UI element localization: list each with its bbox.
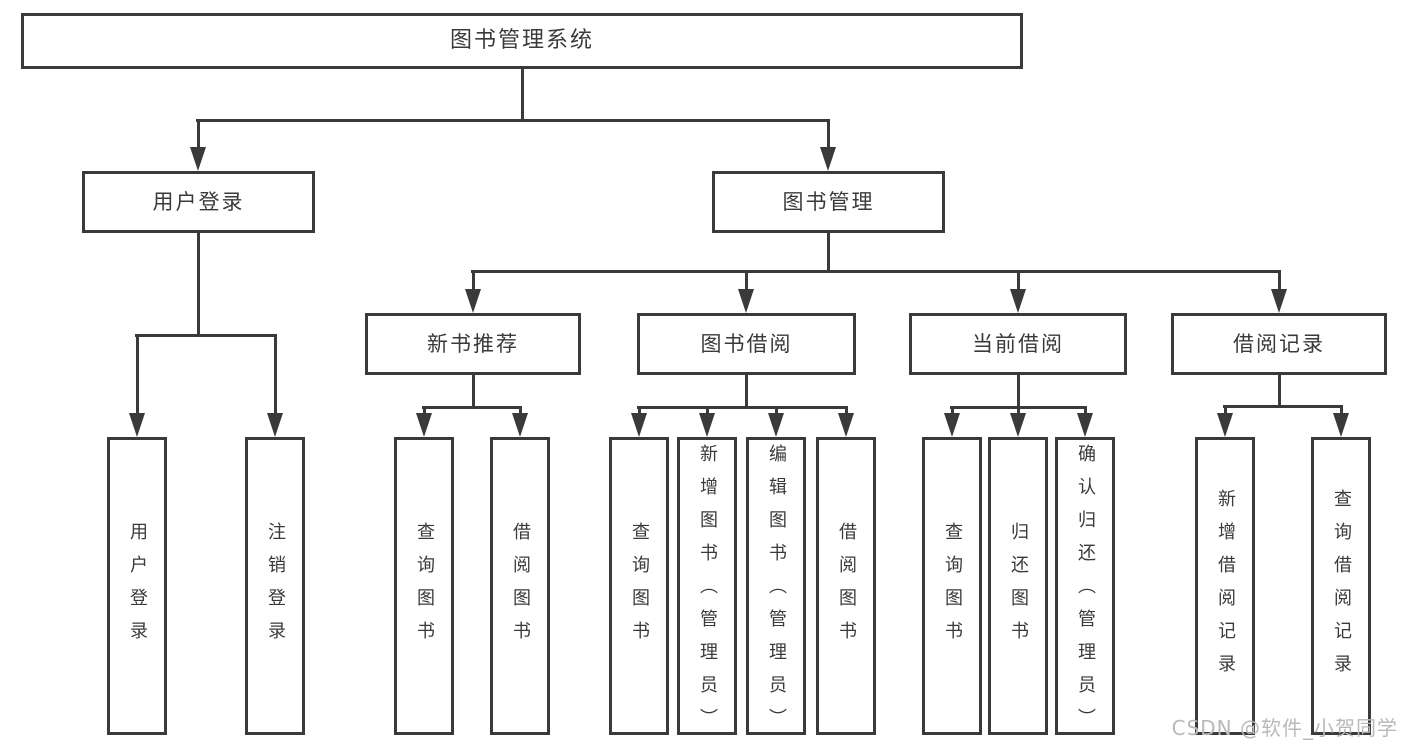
connector-drop [471, 271, 475, 291]
connector-drop [1016, 407, 1020, 415]
node-current-borrow: 当前借阅 [909, 313, 1127, 375]
node-leaf-edit-book: 编辑图书（管理员） [746, 437, 806, 741]
node-leaf-borrow-book-2: 借阅图书 [816, 437, 876, 735]
node-leaf-user-login: 用户登录 [107, 437, 167, 735]
arrowhead-down [631, 413, 647, 437]
connector-drop [826, 120, 830, 149]
connector-bar [637, 405, 848, 409]
connector-drop [196, 120, 200, 149]
arrowhead-down [838, 413, 854, 437]
node-root: 图书管理系统 [21, 13, 1023, 69]
arrowhead-down [738, 289, 754, 313]
connector-drop [1339, 406, 1343, 415]
node-leaf-query-borrow-record: 查询借阅记录 [1311, 437, 1371, 735]
connector-drop [518, 407, 522, 415]
arrowhead-down [1333, 413, 1349, 437]
node-leaf-logout: 注销登录 [245, 437, 305, 735]
arrowhead-down [465, 289, 481, 313]
node-leaf-query-book-2: 查询图书 [609, 437, 669, 735]
connector-bar [422, 405, 522, 409]
connector-drop [1277, 271, 1281, 291]
node-book-mgmt: 图书管理 [712, 171, 945, 233]
connector-stem [744, 375, 748, 409]
connector-drop [705, 407, 709, 415]
connector-drop [744, 271, 748, 291]
arrowhead-down [1077, 413, 1093, 437]
connector-drop [637, 407, 641, 415]
node-leaf-borrow-book-1: 借阅图书 [490, 437, 550, 735]
connector-stem [520, 69, 524, 122]
node-new-book-rec: 新书推荐 [365, 313, 581, 375]
connector-bar [135, 333, 277, 337]
node-borrow-record: 借阅记录 [1171, 313, 1387, 375]
connector-bar [196, 118, 830, 122]
arrowhead-down [512, 413, 528, 437]
arrowhead-down [944, 413, 960, 437]
connector-drop [950, 407, 954, 415]
connector-drop [422, 407, 426, 415]
node-leaf-query-book-1: 查询图书 [394, 437, 454, 735]
connector-stem [826, 233, 830, 273]
arrowhead-down [190, 147, 206, 171]
watermark: CSDN @软件_小贺同学 [1171, 716, 1398, 740]
node-leaf-add-book: 新增图书（管理员） [677, 437, 737, 741]
connector-stem [471, 375, 475, 409]
connector-drop [273, 335, 277, 415]
arrowhead-down [699, 413, 715, 437]
connector-drop [774, 407, 778, 415]
connector-drop [1083, 407, 1087, 415]
connector-drop [135, 335, 139, 415]
arrowhead-down [820, 147, 836, 171]
arrowhead-down [416, 413, 432, 437]
arrowhead-down [129, 413, 145, 437]
node-leaf-confirm-return: 确认归还（管理员） [1055, 437, 1115, 741]
arrowhead-down [267, 413, 283, 437]
connector-stem [1016, 375, 1020, 409]
node-leaf-query-book-3: 查询图书 [922, 437, 982, 735]
node-leaf-return-book: 归还图书 [988, 437, 1048, 735]
connector-drop [1016, 271, 1020, 291]
arrowhead-down [1217, 413, 1233, 437]
arrowhead-down [1271, 289, 1287, 313]
connector-stem [196, 233, 200, 337]
connector-bar [471, 269, 1281, 273]
connector-bar [1223, 404, 1343, 408]
connector-drop [844, 407, 848, 415]
node-leaf-add-borrow-record: 新增借阅记录 [1195, 437, 1255, 735]
node-book-borrow: 图书借阅 [637, 313, 856, 375]
connector-drop [1223, 406, 1227, 415]
arrowhead-down [1010, 289, 1026, 313]
connector-stem [1277, 375, 1281, 408]
arrowhead-down [1010, 413, 1026, 437]
node-user-login: 用户登录 [82, 171, 315, 233]
arrowhead-down [768, 413, 784, 437]
